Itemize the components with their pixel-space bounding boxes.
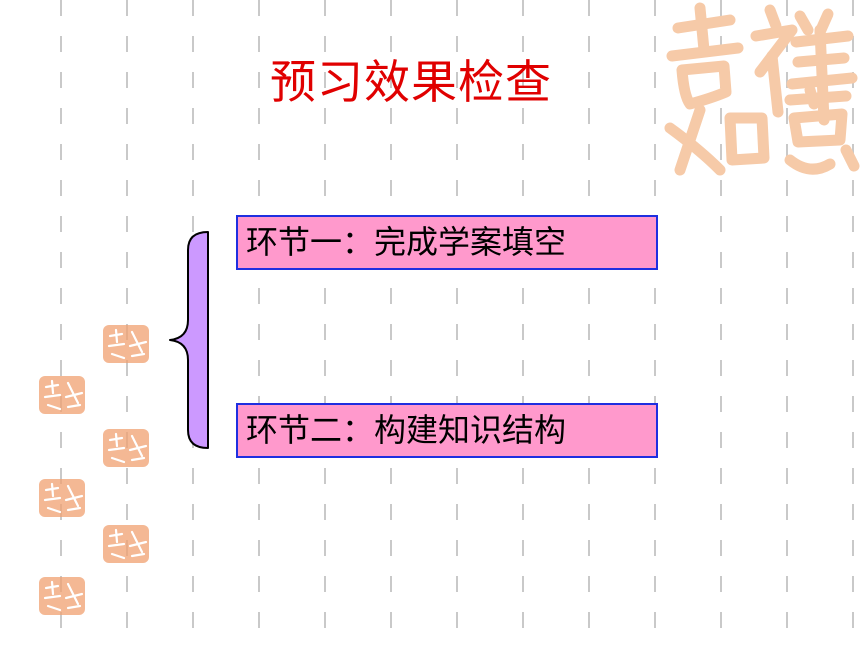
auspicious-calligraphy-watermark (664, 2, 860, 176)
seal-stamp-icon (103, 325, 149, 363)
brace-bracket (169, 231, 209, 449)
page-title: 预习效果检查 (270, 55, 552, 109)
seal-stamp-icon (39, 479, 85, 517)
seal-stamp-icon (103, 525, 149, 563)
step-one-box[interactable]: 环节一：完成学案填空 (236, 215, 658, 270)
step-two-box[interactable]: 环节二：构建知识结构 (236, 403, 658, 458)
seal-stamp-icon (39, 376, 85, 414)
seal-stamp-icon (39, 577, 85, 615)
seal-stamp-icon (103, 429, 149, 467)
